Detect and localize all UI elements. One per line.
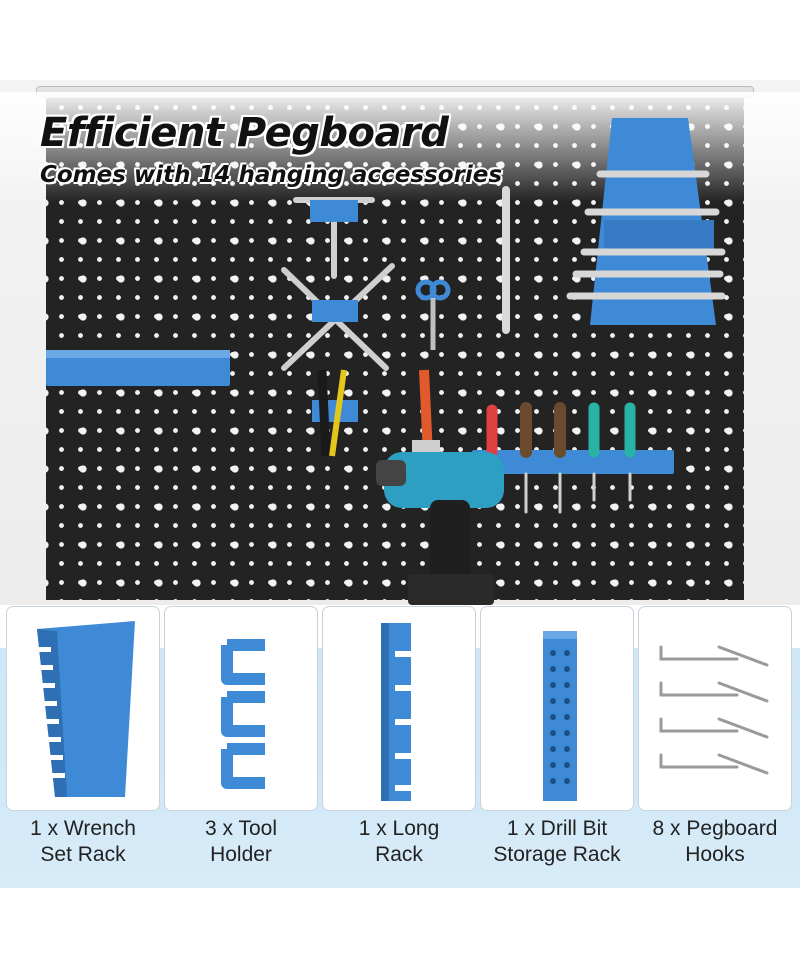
accessory-qty-name: 1 x Wrench xyxy=(30,817,136,840)
accessory-label-long-rack: 1 x Long Rack xyxy=(320,816,478,868)
accessory-label-drill-bit-rack: 1 x Drill Bit Storage Rack xyxy=(478,816,636,868)
accessory-name-cont: Storage Rack xyxy=(493,843,621,866)
cordless-drill xyxy=(376,452,504,605)
accessory-name-cont: Set Rack xyxy=(40,843,126,866)
accessory-name-cont: Holder xyxy=(210,843,272,866)
wrench-set xyxy=(566,170,726,300)
accessory-name-cont: Hooks xyxy=(685,843,745,866)
accessory-qty-name: 1 x Long xyxy=(358,817,440,840)
page-title: Efficient Pegboard xyxy=(40,110,449,156)
page-subtitle: Comes with 14 hanging accessories xyxy=(40,162,503,188)
scissors xyxy=(415,279,451,350)
accessory-card-pegboard-hooks xyxy=(638,606,792,811)
accessories-list: 1 x Wrench Set Rack 3 x Tool Holder xyxy=(0,600,800,900)
accessory-card-tool-holder xyxy=(164,606,318,811)
accessory-card-wrench-rack xyxy=(6,606,160,811)
wrench-set-rack-icon xyxy=(37,621,135,797)
pegboard-hooks-icon xyxy=(659,645,769,775)
product-photo: Efficient Pegboard Comes with 14 hanging… xyxy=(0,0,800,605)
accessory-name-cont: Rack xyxy=(375,843,423,866)
drill-bit-rack-icon xyxy=(543,631,577,801)
tool-holder-mounted-1 xyxy=(310,200,358,222)
accessory-qty-name: 8 x Pegboard xyxy=(652,817,778,840)
long-rack-icon xyxy=(381,623,411,801)
long-rack-mounted xyxy=(46,350,230,386)
accessory-label-pegboard-hooks: 8 x Pegboard Hooks xyxy=(636,816,794,868)
adjustable-wrench xyxy=(412,369,440,458)
accessory-label-tool-holder: 3 x Tool Holder xyxy=(162,816,320,868)
tool-holder-icon xyxy=(221,639,265,789)
tool-holder-mounted-2 xyxy=(312,300,358,322)
hanging-tools-illustration xyxy=(46,118,726,605)
screwdrivers xyxy=(486,402,636,514)
accessory-qty-name: 1 x Drill Bit xyxy=(506,817,608,840)
accessory-card-long-rack xyxy=(322,606,476,811)
accessory-qty-name: 3 x Tool xyxy=(205,817,277,840)
accessory-card-drill-bit-rack xyxy=(480,606,634,811)
accessory-label-wrench-rack: 1 x Wrench Set Rack xyxy=(4,816,162,868)
pliers xyxy=(317,369,347,457)
